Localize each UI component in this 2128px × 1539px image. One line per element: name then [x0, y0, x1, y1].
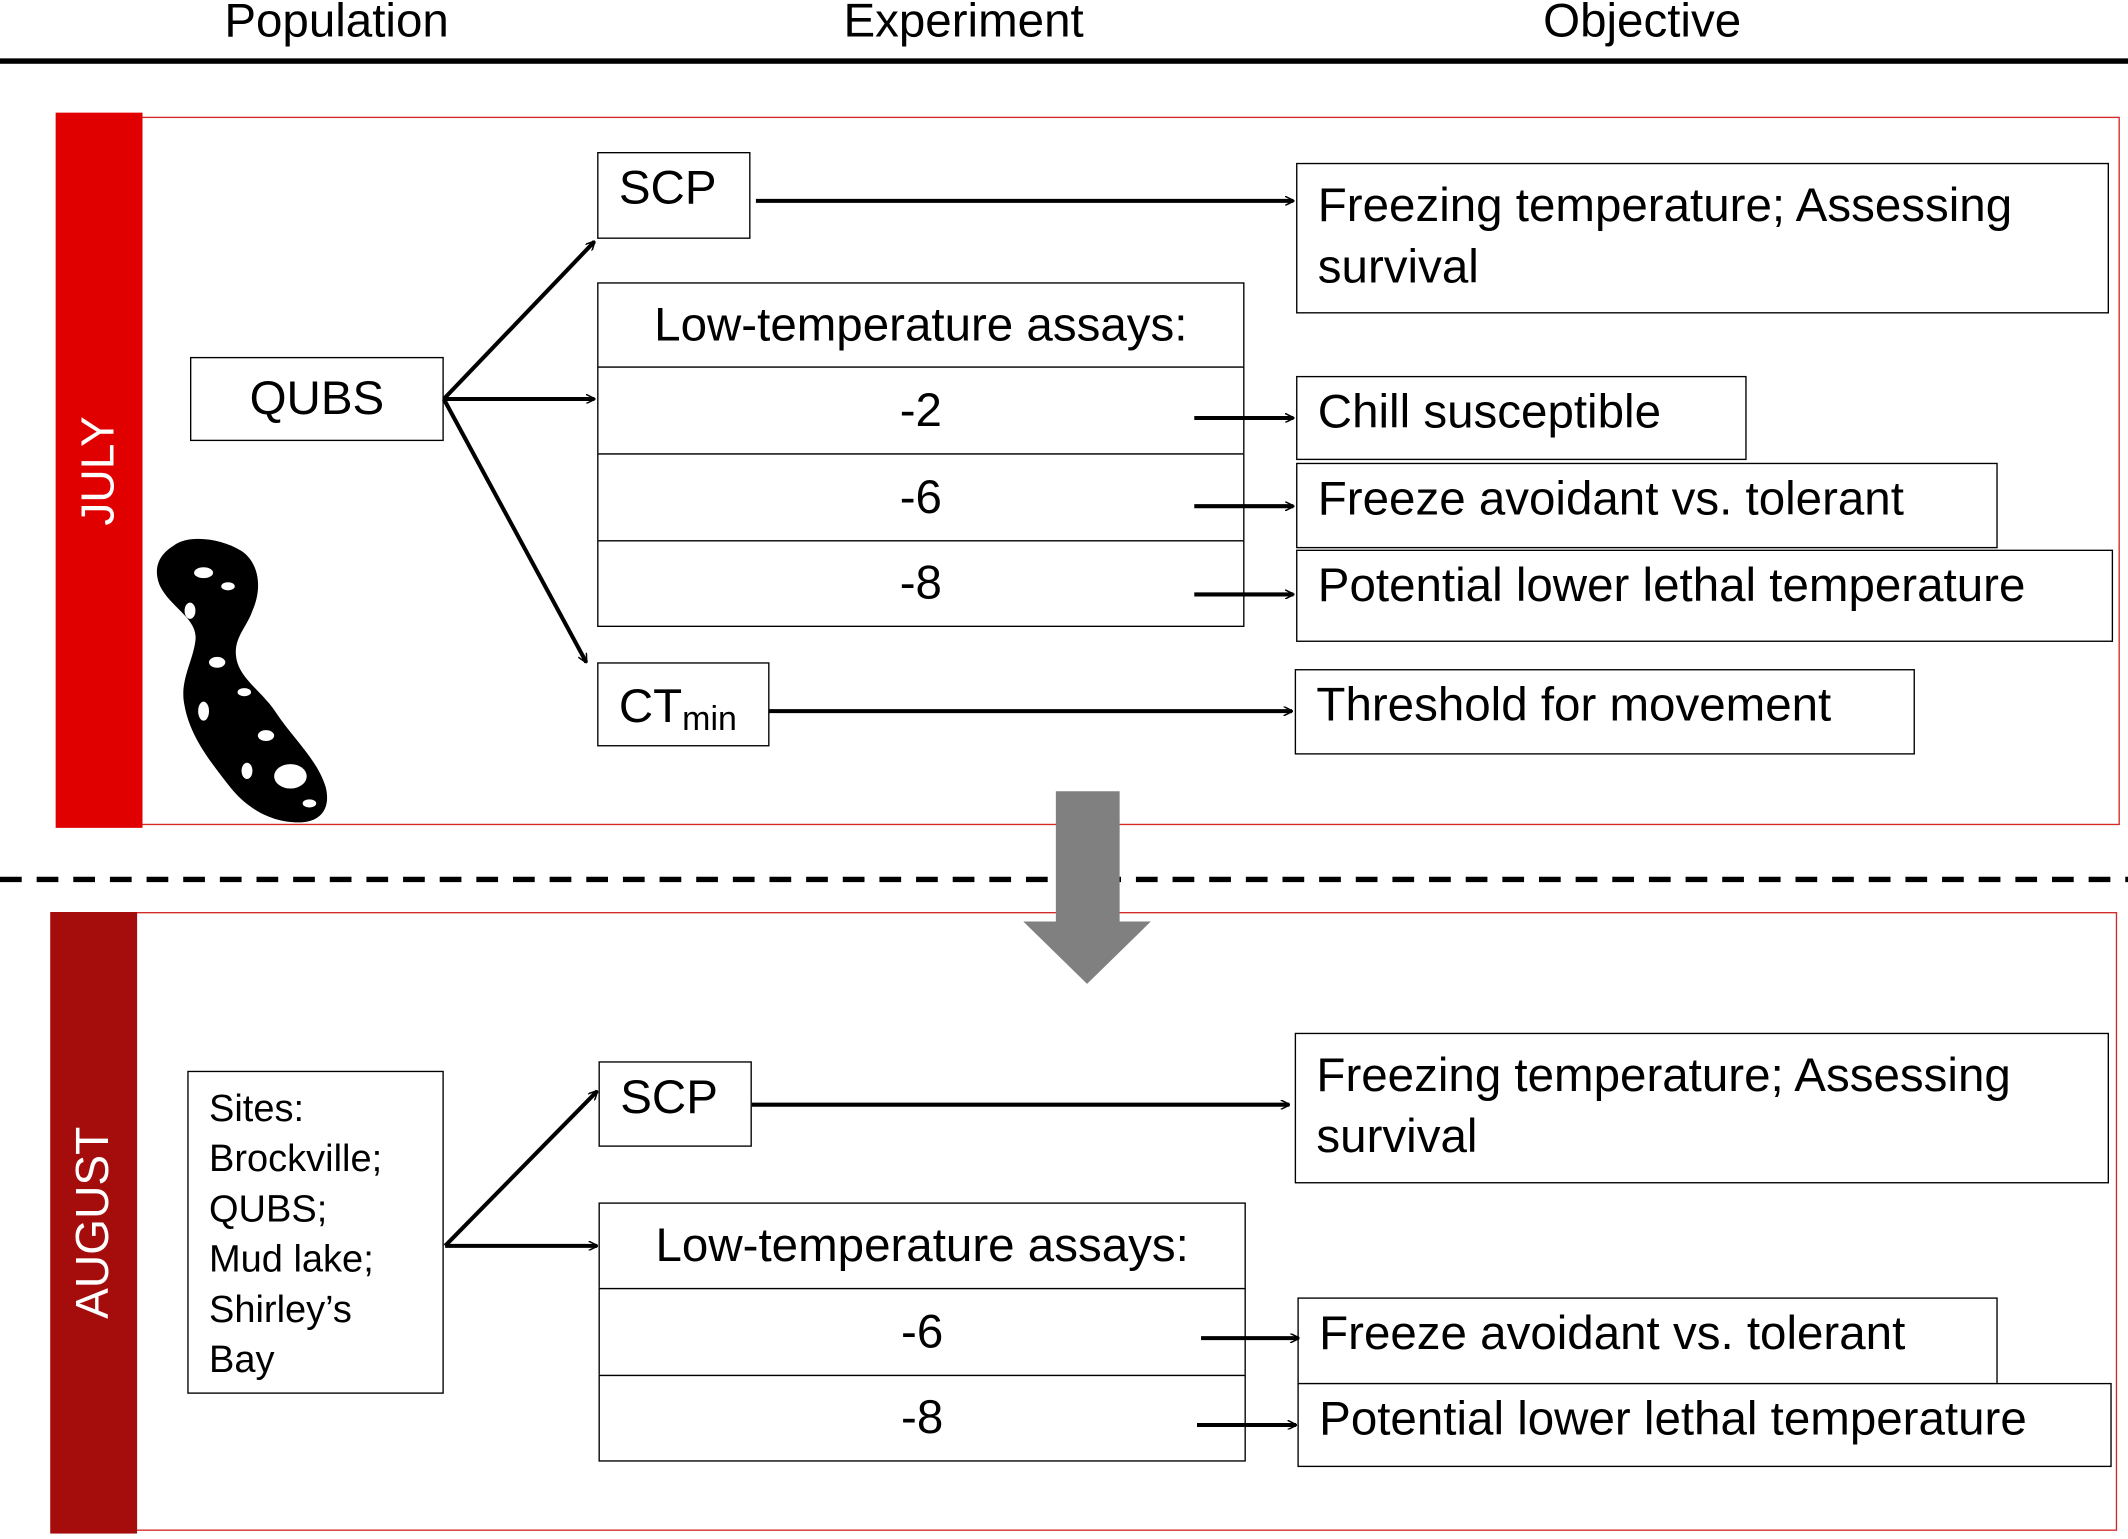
august-population-box: Sites: Brockville; QUBS; Mud lake; Shirl… — [187, 1070, 444, 1394]
site-line: QUBS; — [208, 1187, 328, 1230]
august-band: AUGUST — [50, 911, 138, 1534]
site-line: Bay — [208, 1338, 275, 1381]
august-assay-row: -6 — [598, 1287, 1246, 1377]
july-objective-freeze: Freeze avoidant vs. tolerant — [1296, 462, 1998, 549]
july-assay-row: -6 — [597, 453, 1245, 542]
august-assay-row: -8 — [598, 1374, 1246, 1462]
july-assay-row: -2 — [597, 366, 1245, 455]
beetle-icon — [156, 538, 328, 823]
header-experiment: Experiment — [843, 0, 1084, 48]
july-ctmin-box: CTmin — [597, 662, 770, 747]
site-line: Brockville; — [208, 1137, 383, 1180]
site-line: Sites: — [208, 1087, 305, 1130]
july-scp-box: SCP — [597, 151, 751, 239]
july-population-box: QUBS — [189, 356, 444, 442]
header-rule — [0, 58, 2128, 64]
july-objective-movement: Threshold for movement — [1294, 669, 1915, 755]
august-scp-box: SCP — [598, 1061, 752, 1147]
july-assay-row: -8 — [597, 540, 1245, 627]
august-assays-title: Low-temperature assays: — [598, 1202, 1246, 1290]
transition-arrow — [1023, 791, 1151, 984]
july-band: JULY — [55, 112, 143, 828]
july-assays-title: Low-temperature assays: — [597, 282, 1245, 368]
arrow-july-to-scp — [442, 242, 595, 401]
august-objective-lethal: Potential lower lethal temperature — [1297, 1382, 2112, 1468]
header-population: Population — [224, 0, 449, 48]
july-objective-scp: Freezing temperature; Assessing survival — [1296, 162, 2109, 314]
july-objective-chill: Chill susceptible — [1296, 375, 1747, 461]
ctmin-main: CT — [618, 679, 683, 733]
site-line: Mud lake; — [208, 1237, 374, 1280]
header-objective: Objective — [1543, 0, 1742, 48]
august-objective-scp: Freezing temperature; Assessing survival — [1294, 1032, 2109, 1184]
arrow-august-to-scp — [443, 1091, 597, 1248]
august-objective-freeze: Freeze avoidant vs. tolerant — [1297, 1297, 1998, 1385]
site-line: Shirley’s — [208, 1287, 352, 1330]
july-objective-lethal: Potential lower lethal temperature — [1296, 549, 2114, 642]
arrow-july-to-ctmin — [441, 398, 589, 662]
ctmin-subscript: min — [682, 700, 737, 739]
